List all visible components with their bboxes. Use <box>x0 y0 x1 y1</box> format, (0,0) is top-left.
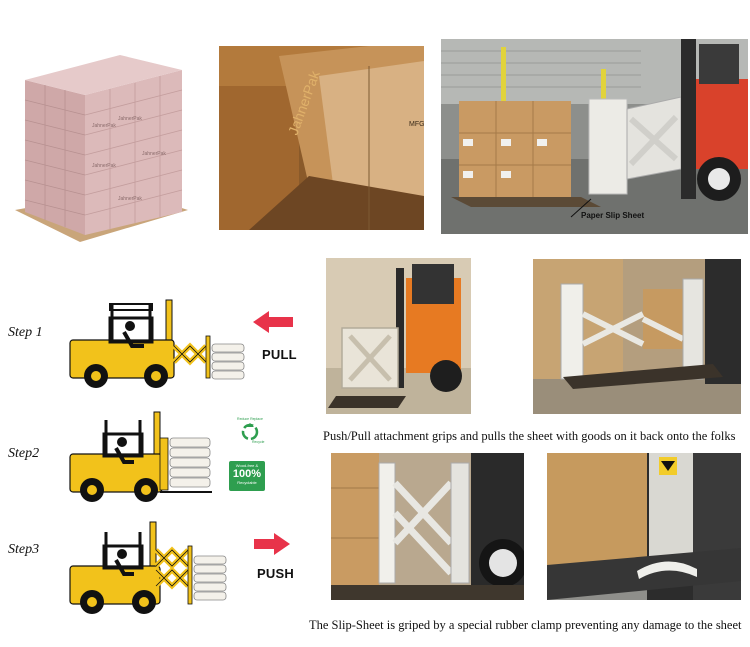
push-arrow-icon <box>254 533 290 555</box>
warehouse-forklift-photo: Paper Slip Sheet <box>441 39 748 234</box>
recyclable-text: Recyclable <box>237 480 257 485</box>
middle-caption: Push/Pull attachment grips and pulls the… <box>323 429 736 443</box>
step-3-label: Step3 <box>8 542 40 557</box>
wood-free-badge: Wood-free & 100% Recyclable <box>229 461 265 491</box>
paper-slip-sheet-callout: Paper Slip Sheet <box>581 211 645 220</box>
rubber-clamp-closeup-photo <box>547 453 741 600</box>
pull-arrow-icon <box>253 311 293 333</box>
svg-text:MFG: MFG <box>409 121 424 128</box>
recycle-badge-text-2: Recycle <box>252 440 265 444</box>
svg-text:JahnerPak: JahnerPak <box>92 123 116 129</box>
push-label: PUSH <box>257 566 294 581</box>
pushpull-forklift-photo <box>326 258 471 414</box>
step-2-label: Step2 <box>8 446 40 461</box>
attachment-gripping-photo <box>533 259 741 414</box>
clamp-forklift-photo <box>331 453 524 600</box>
bottom-caption: The Slip-Sheet is griped by a special ru… <box>309 618 742 632</box>
wood-free-text: Wood-free & <box>235 463 259 468</box>
step-1-forklift-illustration <box>68 296 248 391</box>
wood-free-percent: 100% <box>232 468 262 480</box>
step-2-forklift-illustration <box>68 410 228 510</box>
svg-text:JahnerPak: JahnerPak <box>142 151 166 157</box>
step-3-forklift-illustration <box>68 520 238 620</box>
recycle-badge-text-1: Reduce Replace <box>237 417 263 421</box>
recycle-badge: Reduce Replace Recycle <box>228 417 272 447</box>
step-1-label: Step 1 <box>8 325 43 340</box>
down-arrow-icon <box>661 461 675 471</box>
svg-text:JahnerPak: JahnerPak <box>118 196 142 202</box>
pull-label: PULL <box>262 347 297 362</box>
svg-text:JahnerPak: JahnerPak <box>118 116 142 122</box>
slip-sheet-closeup-photo: JahnerPak MFG <box>219 46 424 230</box>
svg-text:JahnerPak: JahnerPak <box>92 163 116 169</box>
